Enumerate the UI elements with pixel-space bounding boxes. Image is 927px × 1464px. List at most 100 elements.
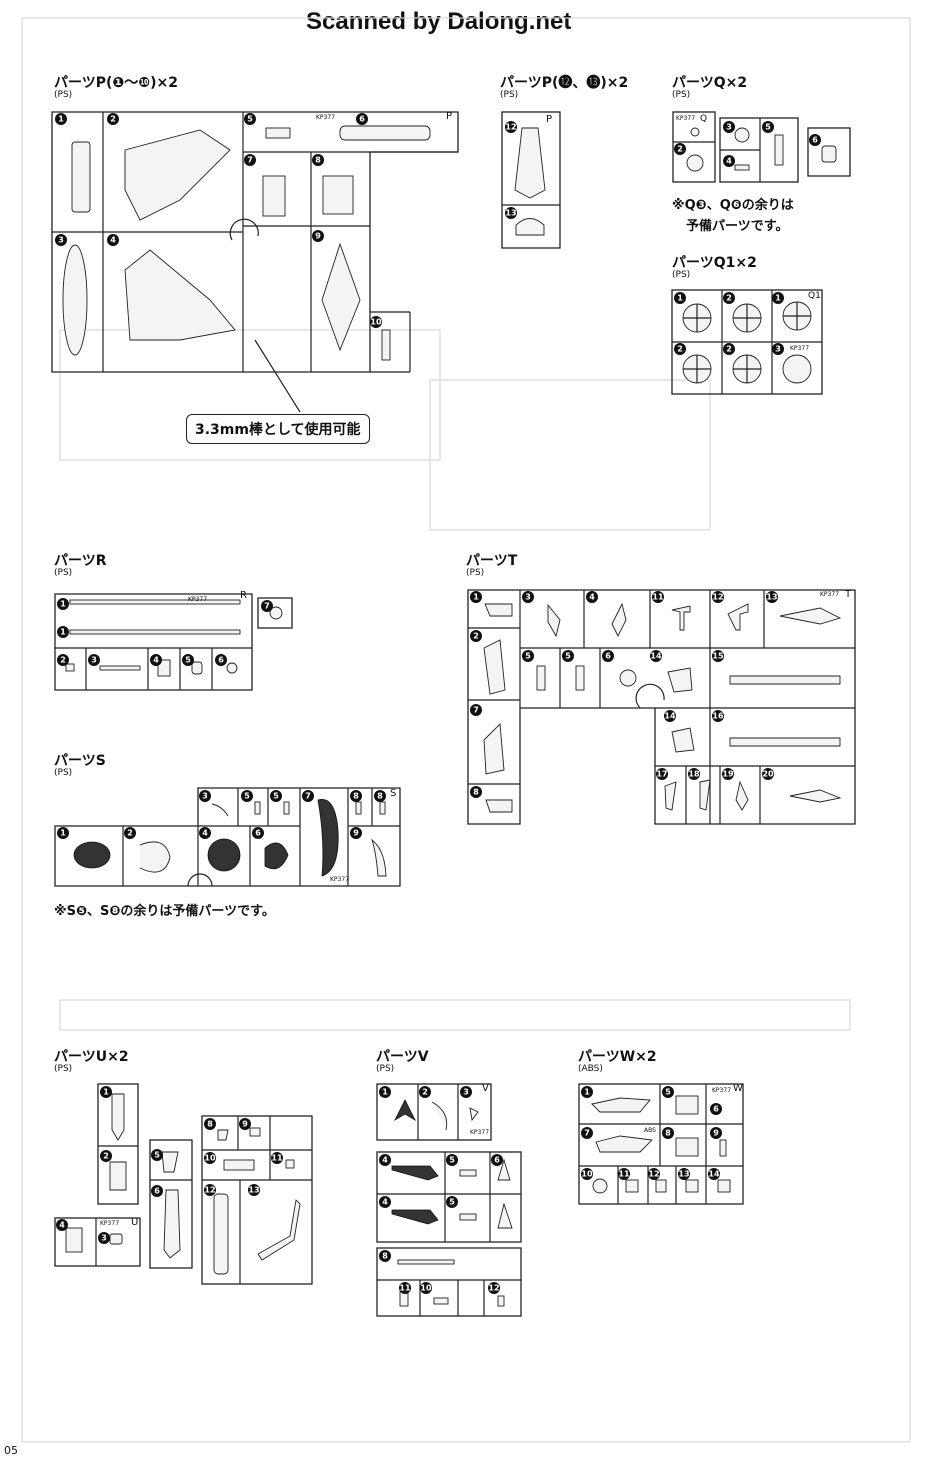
svg-text:1: 1 [677, 294, 683, 303]
svg-text:5: 5 [185, 656, 191, 665]
section-title-p2: パーツP(⓬、⓭)×2 [500, 75, 629, 91]
runner-tag-p2: P [546, 114, 553, 125]
svg-text:3: 3 [202, 792, 208, 801]
note-q-line1: ※Q❸、Q❻の余りは [672, 198, 794, 213]
svg-text:6: 6 [812, 136, 818, 145]
svg-text:1: 1 [473, 593, 479, 602]
svg-text:5: 5 [525, 652, 531, 661]
svg-text:2: 2 [726, 345, 732, 354]
runner-code-q: KP377 [676, 115, 696, 122]
svg-text:8: 8 [382, 1252, 388, 1261]
runner-tag-q1: Q1 [808, 291, 821, 301]
svg-text:19: 19 [722, 770, 734, 779]
svg-text:2: 2 [422, 1088, 428, 1097]
svg-text:18: 18 [688, 770, 700, 779]
svg-text:2: 2 [677, 145, 683, 154]
svg-text:2: 2 [60, 656, 66, 665]
section-title-u: パーツU×2 [54, 1049, 129, 1065]
svg-text:5: 5 [449, 1156, 455, 1165]
runner-code-v: KP377 [470, 1129, 490, 1136]
runner-code-p1: KP377 [316, 114, 336, 121]
svg-text:1: 1 [103, 1088, 109, 1097]
svg-text:7: 7 [247, 156, 253, 165]
svg-text:8: 8 [315, 156, 321, 165]
svg-text:8: 8 [353, 792, 359, 801]
section-material-p1: (PS) [54, 90, 73, 100]
svg-text:14: 14 [664, 712, 676, 721]
section-title-s: パーツS [54, 753, 106, 769]
svg-text:5: 5 [665, 1088, 671, 1097]
svg-text:5: 5 [247, 115, 253, 124]
svg-text:5: 5 [565, 652, 571, 661]
svg-text:7: 7 [584, 1129, 590, 1138]
svg-text:6: 6 [154, 1187, 160, 1196]
runner-tag-t: T [845, 589, 852, 600]
svg-text:1: 1 [60, 628, 66, 637]
svg-text:2: 2 [473, 632, 479, 641]
svg-text:14: 14 [650, 652, 662, 661]
svg-text:3: 3 [525, 593, 531, 602]
svg-text:4: 4 [589, 593, 595, 602]
svg-text:15: 15 [712, 652, 724, 661]
runner-tag-v: V [482, 1083, 489, 1094]
runner-code-s: KP377 [330, 876, 350, 883]
svg-text:5: 5 [273, 792, 279, 801]
svg-text:12: 12 [204, 1186, 215, 1195]
svg-text:13: 13 [678, 1170, 689, 1179]
svg-text:4: 4 [110, 236, 116, 245]
svg-text:5: 5 [244, 792, 250, 801]
svg-text:12: 12 [505, 123, 516, 132]
svg-text:1: 1 [775, 294, 781, 303]
section-material-q1: (PS) [672, 270, 691, 280]
svg-text:3: 3 [58, 236, 64, 245]
svg-text:5: 5 [154, 1151, 160, 1160]
svg-text:9: 9 [713, 1129, 719, 1138]
note-q-line2: 予備パーツです。 [686, 219, 789, 234]
section-title-q: パーツQ×2 [672, 75, 748, 91]
runner-code-u: KP377 [100, 1220, 120, 1227]
svg-text:2: 2 [110, 115, 116, 124]
svg-text:6: 6 [494, 1156, 500, 1165]
svg-text:17: 17 [656, 770, 667, 779]
svg-text:6: 6 [218, 656, 224, 665]
section-material-p2: (PS) [500, 90, 519, 100]
svg-text:3: 3 [775, 345, 781, 354]
svg-text:3: 3 [101, 1234, 107, 1243]
svg-text:4: 4 [382, 1198, 388, 1207]
svg-text:2: 2 [127, 829, 133, 838]
svg-text:1: 1 [584, 1088, 590, 1097]
page-number: 05 [4, 1444, 18, 1457]
section-material-t: (PS) [466, 568, 485, 578]
svg-text:11: 11 [618, 1170, 630, 1179]
svg-text:16: 16 [712, 712, 724, 721]
runner-tag-s: S [390, 788, 397, 799]
svg-text:13: 13 [766, 593, 777, 602]
svg-text:12: 12 [488, 1284, 499, 1293]
section-title-p1: パーツP(❶〜❿)×2 [54, 75, 178, 91]
runner-tag-p1: P [446, 111, 453, 122]
svg-text:4: 4 [59, 1221, 65, 1230]
svg-text:5: 5 [449, 1198, 455, 1207]
runner-code-w: KP377 [712, 1087, 732, 1094]
section-material-w: (ABS) [578, 1064, 603, 1074]
svg-text:2: 2 [726, 294, 732, 303]
section-material-s: (PS) [54, 768, 73, 778]
svg-text:1: 1 [60, 829, 66, 838]
svg-text:6: 6 [255, 829, 261, 838]
section-title-v: パーツV [376, 1049, 429, 1065]
svg-text:9: 9 [353, 829, 359, 838]
svg-text:8: 8 [473, 788, 479, 797]
svg-text:8: 8 [665, 1129, 671, 1138]
svg-text:5: 5 [765, 123, 771, 132]
part-numbers-p1: 1 2 3 4 5 6 7 8 9 10 [55, 113, 382, 328]
svg-text:8: 8 [377, 792, 383, 801]
note-s: ※S❺、S❽の余りは予備パーツです。 [54, 904, 275, 919]
